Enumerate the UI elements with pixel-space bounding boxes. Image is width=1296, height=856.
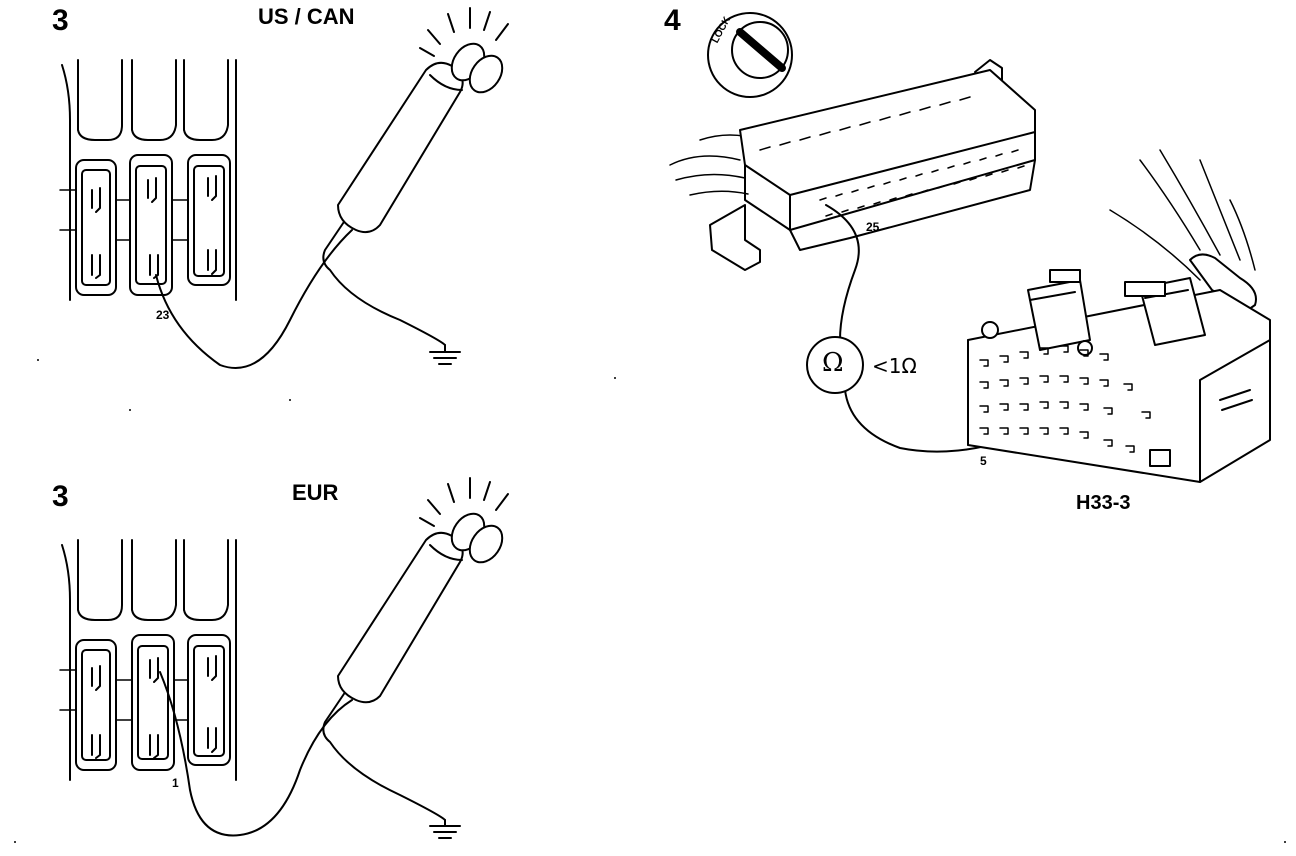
h33-pin-grid bbox=[979, 345, 1151, 453]
pin-label-25: 25 bbox=[866, 220, 880, 234]
step-number-top-left: 3 bbox=[52, 4, 69, 37]
pin-label-1: 1 bbox=[172, 776, 179, 790]
connector-label-h33-3: H33-3 bbox=[1076, 492, 1131, 514]
test-lamp-us-can bbox=[155, 7, 509, 369]
connector-pin-row bbox=[759, 96, 1025, 217]
ignition-lock-symbol bbox=[707, 12, 793, 98]
step-number-bottom-left: 3 bbox=[52, 480, 69, 513]
pin-label-5: 5 bbox=[980, 454, 987, 468]
ohmmeter-symbol: Ω bbox=[822, 348, 844, 378]
scan-speckles bbox=[14, 359, 1286, 843]
fuse-block-us-can bbox=[59, 59, 237, 301]
test-lamp-eur bbox=[159, 477, 509, 839]
step-number-right: 4 bbox=[664, 4, 681, 37]
resistance-reading: <1Ω bbox=[872, 354, 917, 378]
ecu-connector-25-pin bbox=[669, 59, 1036, 271]
pin-label-23: 23 bbox=[156, 308, 170, 322]
region-label-eur: EUR bbox=[292, 480, 339, 505]
region-label-us-can: US / CAN bbox=[258, 4, 355, 29]
connector-h33-3 bbox=[967, 149, 1271, 483]
fuse-block-eur bbox=[59, 539, 237, 781]
